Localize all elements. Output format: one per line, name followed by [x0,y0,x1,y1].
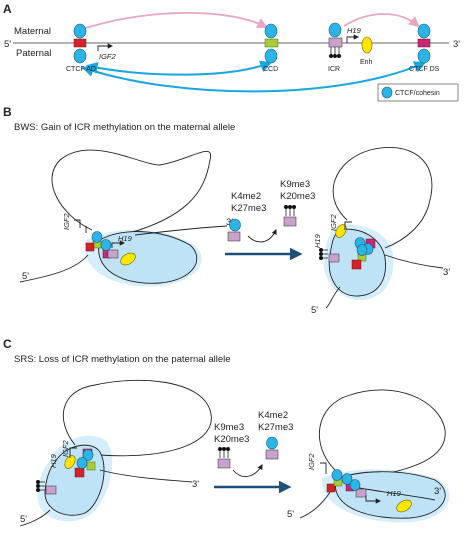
panel-b-left-loop [19,149,228,287]
conversion-arrow-icon [247,229,277,243]
h19-arrow-icon [365,495,382,504]
ctcf-ad-label: CTCF AD [66,66,96,73]
panel-c-right-loop [299,389,450,523]
panel-c-right-igf2-label: IGF2 [307,453,316,470]
panel-c-three-prime: 3' [192,479,199,490]
panel-c-mark-left-2: K20me3 [214,434,249,445]
panel-b-letter: B [3,105,12,119]
panel-c-five-prime: 5' [20,514,27,525]
legend-box [377,83,459,102]
ccd-label: CCD [263,66,278,73]
maternal-arrow-ad-ccd [85,11,268,29]
panel-b-mark-right-1: K9me3 [280,179,310,190]
ctcf-cohesin-icon [73,48,87,64]
panel-b: B BWS: Gain of ICR methylation on the ma… [3,105,450,316]
ctcf-cohesin-icon [264,23,278,39]
igf2-arrow-icon [320,462,327,474]
panel-b-right-five-prime: 5' [311,305,318,316]
three-prime-label: 3' [453,39,460,50]
ctcf-cohesin-icon [229,218,241,232]
igf2-label: IGF2 [99,52,116,61]
five-prime-label: 5' [4,39,11,50]
methylation-lollipops-icon [218,447,230,458]
icr-methylated-icon [217,458,231,469]
ctcf-cohesin-icon [417,23,431,39]
ctcf-ds-label: CTCF DS [409,66,440,73]
icr-unmethylated-icon [265,449,279,460]
panel-c-mark-right-2: K27me3 [258,422,293,433]
panel-a: A Maternal Paternal 5' 3' CTCF AD IGF2 C… [3,2,460,102]
enh-label: Enh [360,59,373,66]
enhancer-icon [361,36,373,54]
panel-c-left-loop [19,379,212,527]
ccd-site [264,38,279,48]
icr-unmethylated-icon [227,231,241,242]
panel-c-right-three-prime: 3' [434,486,441,497]
ctcf-ds-site [417,38,431,48]
panel-b-mark-left-2: K27me3 [231,203,266,214]
icr-label: ICR [328,66,340,73]
panel-b-mark-right-2: K20me3 [280,191,315,202]
panel-b-igf2-label: IGF2 [62,213,71,230]
panel-a-letter: A [3,2,12,16]
paternal-arrow-ad-ds [81,61,427,93]
igf2-arrow-icon [74,219,81,228]
ctcf-ad-site [73,38,87,48]
panel-b-right-igf2-label: IGF2 [329,214,338,231]
maternal-label: Maternal [14,26,51,37]
methylation-lollipops-icon [284,205,296,216]
paternal-label: Paternal [16,48,51,59]
panel-c: C SRS: Loss of ICR methylation on the pa… [3,337,450,527]
panel-c-right-five-prime: 5' [287,509,294,520]
panel-b-title: BWS: Gain of ICR methylation on the mate… [14,122,235,133]
panel-b-mark-left-1: K4me2 [231,191,261,202]
panel-b-right-three-prime: 3' [443,267,450,278]
ctcf-cohesin-icon [73,23,87,39]
h19-label: H19 [347,26,362,35]
ctcf-cohesin-icon [417,48,431,64]
panel-b-h19-label: H19 [118,234,133,243]
panel-c-mark-left-1: K9me3 [214,422,244,433]
icr-site [328,37,343,48]
panel-c-title: SRS: Loss of ICR methylation on the pate… [14,354,231,365]
panel-c-right-h19-label: H19 [387,489,402,498]
panel-c-igf2-label: IGF2 [61,440,70,457]
h19-promoter-arrow-icon [346,34,360,43]
ctcf-cohesin-icon [264,48,278,64]
h19-arrow-icon [111,240,126,248]
panel-b-five-prime: 5' [22,271,29,282]
panel-c-h19-label: H19 [49,453,58,468]
paternal-arrow-ad-ccd [85,60,273,76]
conversion-arrow-icon [232,464,263,478]
panel-c-letter: C [3,337,12,351]
panel-b-right-loop [319,147,444,309]
icr-methylated-icon [283,216,297,227]
ctcf-cohesin-legend-icon [381,86,393,99]
maternal-arrow-icr-ds [343,13,420,28]
panel-b-three-prime: 3' [226,217,233,228]
legend-label: CTCF/cohesin [395,90,440,97]
ctcf-cohesin-icon [266,436,278,450]
panel-c-mark-right-1: K4me2 [258,410,288,421]
panel-b-right-h19-label: H19 [313,233,322,248]
methylation-lollipops-icon [329,47,341,58]
igf2-promoter-arrow-icon [97,43,114,51]
ctcf-cohesin-icon [328,22,342,38]
